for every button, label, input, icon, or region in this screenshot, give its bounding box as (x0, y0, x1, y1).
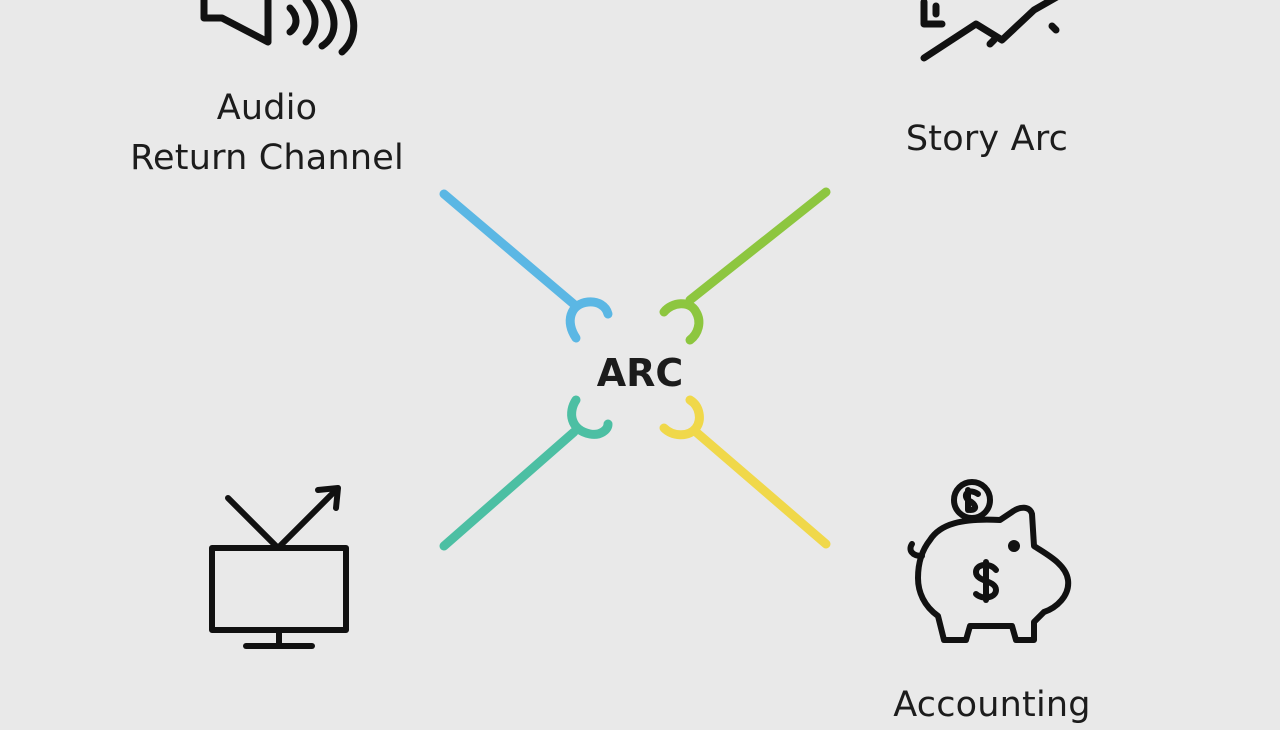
center-label: ARC (596, 351, 684, 395)
audio-label-line-1: Audio (216, 88, 318, 128)
tv-antenna-icon (209, 485, 349, 649)
connector-audio (439, 189, 613, 343)
accounting-label: Accounting (893, 685, 1091, 725)
connector-tv (439, 395, 613, 551)
story-arc-label: Story Arc (905, 119, 1069, 159)
audio-return-channel-label: Audio Return Channel (100, 83, 434, 183)
connector-accounting (659, 395, 831, 549)
story-arc-chart-icon (920, 0, 1060, 62)
speaker-sound-icon (200, 0, 358, 56)
piggy-bank-dollar-icon (907, 479, 1072, 643)
connector-story (659, 187, 831, 345)
audio-label-line-2: Return Channel (130, 138, 404, 178)
